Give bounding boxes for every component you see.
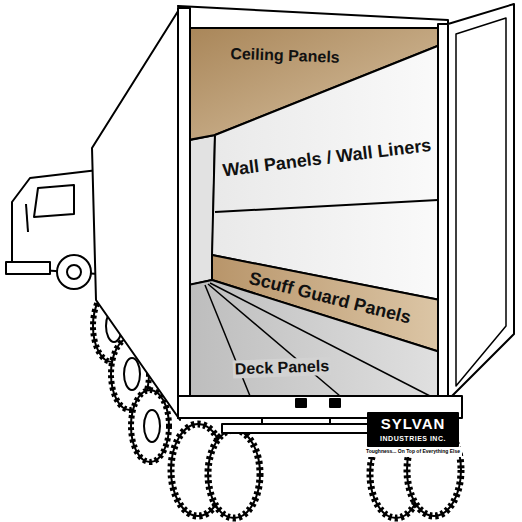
panel-label: Deck Panels xyxy=(233,357,332,379)
trailer-interior xyxy=(215,200,438,212)
rear-door xyxy=(456,18,506,386)
rear-sill xyxy=(330,399,340,407)
rear-wheel xyxy=(208,430,260,518)
rear-sill xyxy=(222,424,368,433)
logo-box xyxy=(368,413,458,446)
logo-text: INDUSTRIES INC. xyxy=(380,435,446,443)
side-wheel xyxy=(131,390,169,462)
logo-box xyxy=(364,413,462,457)
truck-cab xyxy=(34,185,74,217)
rear-door xyxy=(448,4,514,400)
rear-door xyxy=(448,4,514,400)
trailer-side xyxy=(92,8,180,420)
rear-frame xyxy=(178,6,448,28)
side-wheel xyxy=(131,390,169,462)
panel-label: Wall Panels / Wall Liners xyxy=(222,135,433,181)
rear-frame xyxy=(178,6,448,418)
logo-box xyxy=(364,447,462,457)
panel-label: Scuff Guard Panels xyxy=(247,268,413,328)
rear-wheel xyxy=(171,424,461,518)
truck-cab xyxy=(67,265,81,279)
trailer-side xyxy=(92,8,180,420)
rear-frame xyxy=(178,8,190,418)
truck-cab xyxy=(6,262,50,274)
truck-cab xyxy=(57,255,91,289)
side-wheel xyxy=(124,358,140,390)
rear-wheel xyxy=(208,430,260,518)
truck-cab xyxy=(6,170,98,289)
panel-label: Ceiling Panels xyxy=(230,45,340,67)
trailer-interior xyxy=(188,28,440,396)
truck-cab xyxy=(26,204,28,232)
side-wheel xyxy=(144,410,160,442)
trailer-interior xyxy=(205,285,250,396)
rear-sill xyxy=(262,418,330,424)
rear-frame xyxy=(438,24,448,400)
rear-sill xyxy=(296,399,306,407)
logo-tagline: Toughness... On Top of Everything Else xyxy=(364,449,462,455)
logo-text: SYLVAN xyxy=(381,415,446,432)
